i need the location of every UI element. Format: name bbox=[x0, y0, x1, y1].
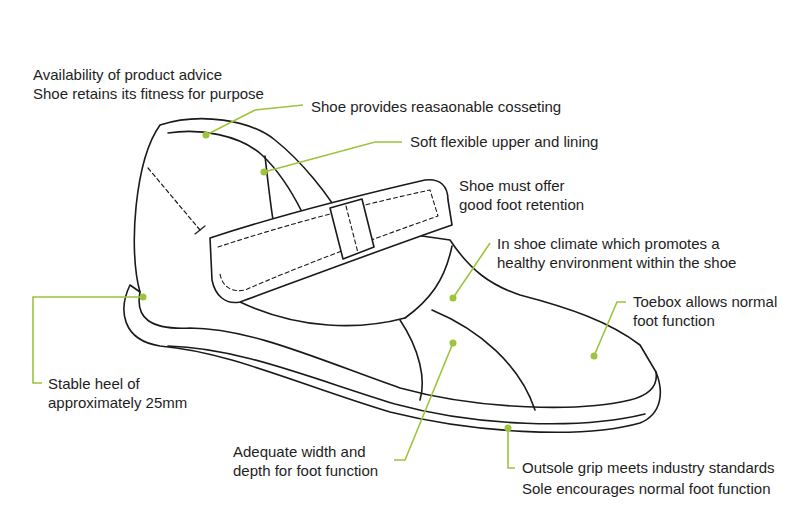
buckle-stitch bbox=[346, 206, 358, 253]
leader-dot bbox=[140, 294, 147, 301]
leader-dot bbox=[591, 353, 598, 360]
leader-dot bbox=[450, 340, 457, 347]
leader-line bbox=[394, 343, 453, 460]
leader-dot bbox=[450, 295, 457, 302]
shoe-sole bbox=[124, 119, 660, 433]
vamp-seam bbox=[432, 310, 535, 410]
leader-line bbox=[453, 243, 490, 298]
leader-line bbox=[33, 297, 143, 383]
strap-buckle bbox=[330, 199, 374, 259]
callout-label: Stable heel of approximately 25mm bbox=[48, 374, 206, 412]
shoe-welt bbox=[139, 292, 656, 407]
callout-label: In shoe climate which promotes a healthy… bbox=[497, 234, 762, 272]
heel-stitch-end bbox=[195, 226, 205, 234]
leader-line bbox=[264, 142, 402, 172]
shoe-strap bbox=[210, 180, 452, 303]
shoe-lining bbox=[168, 131, 302, 212]
strap-stitch bbox=[218, 190, 438, 291]
leader-line bbox=[508, 428, 515, 468]
callout-label: Sole encourages normal foot function bbox=[522, 479, 771, 498]
callout-label: Availability of product advice bbox=[33, 65, 222, 84]
leader-dot bbox=[261, 169, 268, 176]
leader-line bbox=[206, 105, 303, 135]
shoe-outsole-line bbox=[168, 346, 645, 424]
vamp-edge bbox=[405, 246, 452, 318]
callout-label: Outsole grip meets industry standards bbox=[522, 458, 775, 477]
callout-label: Shoe must offer good foot retention bbox=[459, 176, 594, 214]
callout-label: Soft flexible upper and lining bbox=[410, 132, 598, 151]
leader-line bbox=[594, 302, 626, 356]
quarter-seam bbox=[240, 302, 405, 326]
callout-label: Shoe retains its fitness for purpose bbox=[33, 84, 264, 103]
callout-label: Toebox allows normal foot function bbox=[633, 292, 783, 330]
heel-stitch bbox=[148, 168, 200, 230]
leader-dot bbox=[505, 425, 512, 432]
callout-label: Adequate width and depth for foot functi… bbox=[233, 442, 393, 480]
leader-dot bbox=[203, 132, 210, 139]
vamp-seam bbox=[400, 320, 422, 400]
callout-label: Shoe provides reasaonable cosseting bbox=[311, 97, 561, 116]
